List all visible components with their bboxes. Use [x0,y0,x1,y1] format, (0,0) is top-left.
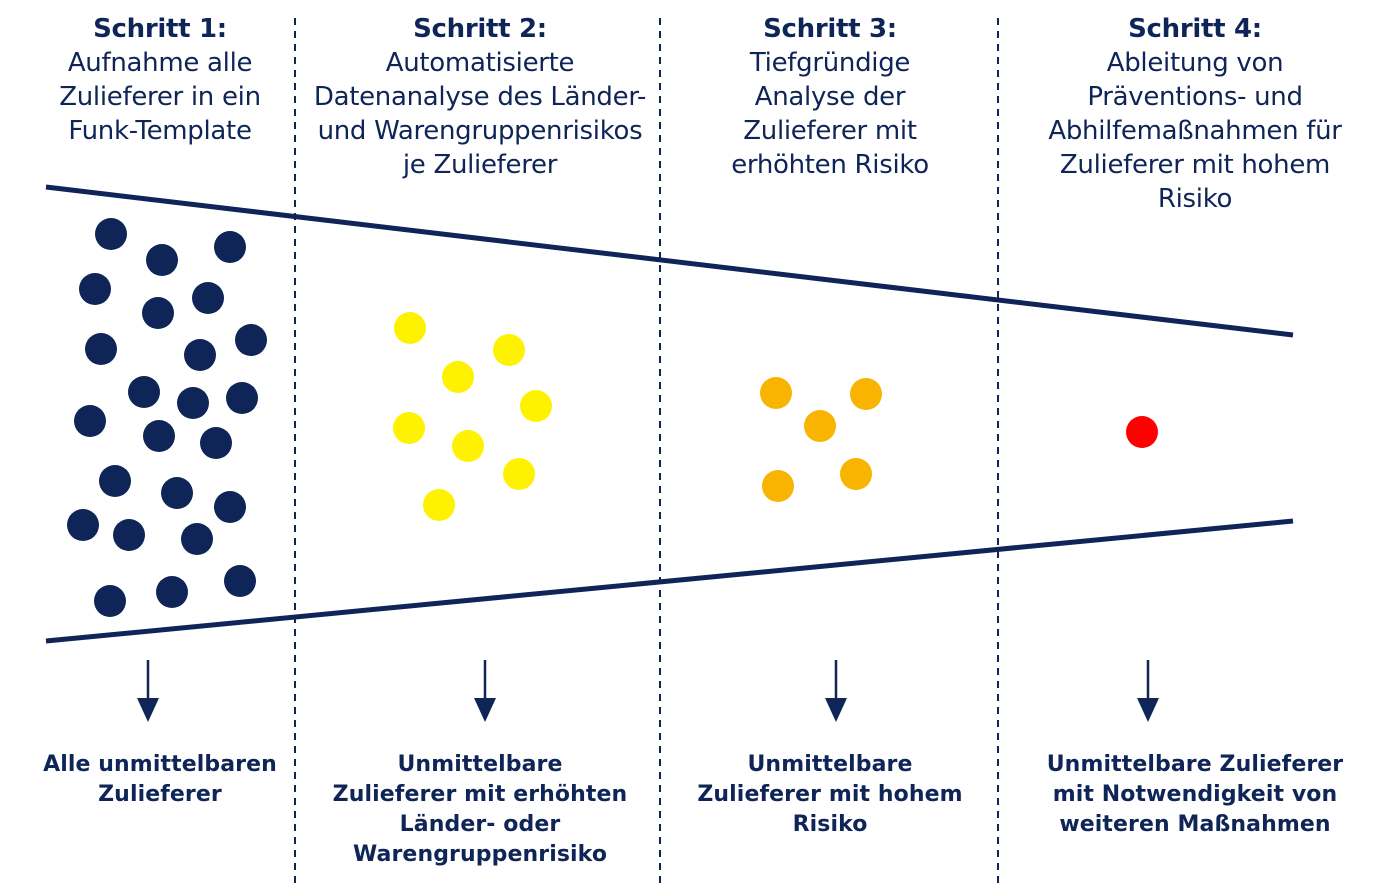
supplier-dot-step3-2 [850,378,882,410]
column-dividers [294,18,999,887]
supplier-dot-step1-18 [214,491,246,523]
supplier-dot-step3-5 [762,470,794,502]
supplier-dot-step1-8 [85,333,117,365]
supplier-dot-step1-9 [184,339,216,371]
step-2-result: Unmittelbare Zulieferer mit erhöhten Län… [332,752,628,867]
down-arrows [137,660,1159,722]
step-2-description: Automatisierte Datenanalyse des Länder- … [313,48,647,180]
supplier-dot-step1-20 [113,519,145,551]
down-arrow-icon-2 [474,660,496,722]
supplier-dot-step1-22 [224,565,256,597]
supplier-dot-step1-5 [192,282,224,314]
step-1-description: Aufnahme alle Zulieferer in ein Funk-Tem… [59,48,261,146]
funnel-bottom-edge [45,518,1294,644]
supplier-dot-step1-16 [99,465,131,497]
supplier-dot-step1-7 [235,324,267,356]
step-4-result: Unmittelbare Zulieferer mit Notwendigkei… [1046,752,1344,837]
supplier-dot-step1-4 [79,273,111,305]
supplier-dot-step2-1 [394,312,426,344]
supplier-dot-step2-4 [520,390,552,422]
supplier-dot-step2-5 [393,412,425,444]
supplier-dot-step2-3 [442,361,474,393]
supplier-dot-step1-13 [74,405,106,437]
supplier-dot-step1-19 [67,509,99,541]
supplier-dot-step1-12 [177,387,209,419]
supplier-dot-step4-1 [1126,416,1158,448]
supplier-dot-step1-10 [128,376,160,408]
supplier-dot-step3-1 [760,377,792,409]
supplier-dot-step1-3 [146,244,178,276]
supplier-dot-step1-11 [226,382,258,414]
supplier-dot-step2-8 [423,489,455,521]
supplier-dot-step1-21 [181,523,213,555]
step-1-result: Alle unmittelbaren Zulieferer [43,752,277,807]
step-1-title: Schritt 1: [93,14,227,44]
step-4-title: Schritt 4: [1128,14,1262,44]
supplier-dot-step3-3 [804,410,836,442]
supplier-dot-step1-2 [214,231,246,263]
supplier-dot-step2-6 [452,430,484,462]
supplier-dots [67,218,1158,617]
supplier-dot-step1-23 [156,576,188,608]
supplier-dot-step1-24 [94,585,126,617]
supplier-dot-step3-4 [840,458,872,490]
step-3-result: Unmittelbare Zulieferer mit hohem Risiko [697,752,963,837]
supplier-dot-step1-17 [161,477,193,509]
supplier-dot-step1-14 [143,420,175,452]
supplier-dot-step1-15 [200,427,232,459]
step-3-title: Schritt 3: [763,14,897,44]
down-arrow-icon-1 [137,660,159,722]
down-arrow-icon-4 [1137,660,1159,722]
supplier-dot-step1-6 [142,297,174,329]
funnel-top-edge [45,184,1294,338]
step-4-description: Ableitung von Präventions- und Abhilfema… [1048,48,1342,214]
step-2-title: Schritt 2: [413,14,547,44]
supplier-dot-step2-7 [503,458,535,490]
down-arrow-icon-3 [825,660,847,722]
supplier-dot-step1-1 [95,218,127,250]
step-3-description: Tiefgründige Analyse der Zulieferer mit … [731,48,929,180]
supplier-dot-step2-2 [493,334,525,366]
